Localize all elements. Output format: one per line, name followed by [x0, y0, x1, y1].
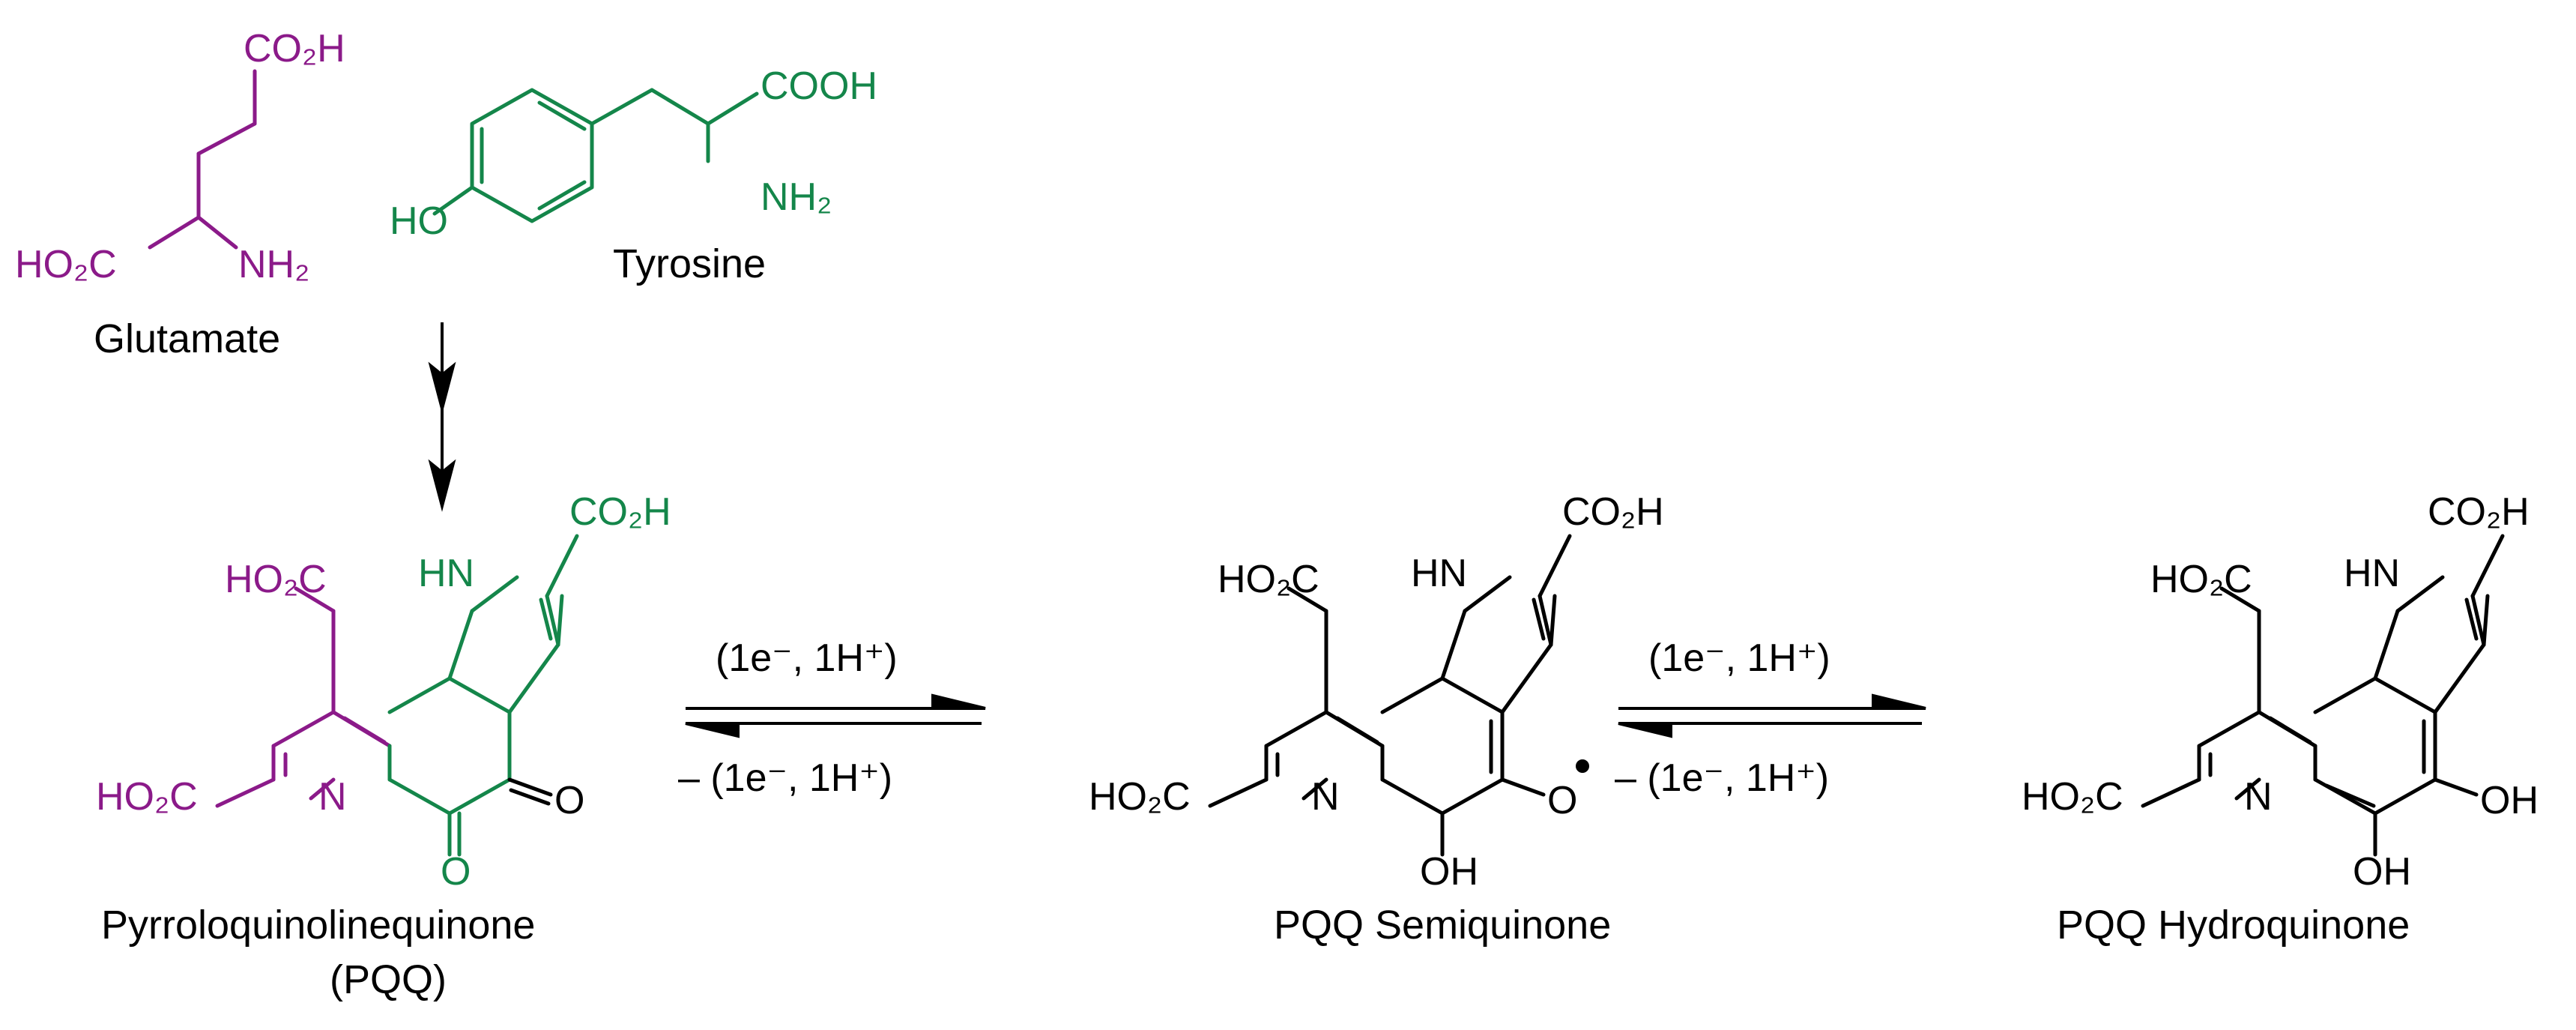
hydroquinone-co2h: CO₂H	[2428, 490, 2530, 534]
pqq-name-line2: (PQQ)	[330, 957, 447, 1002]
pqq-ho2c-left: HO₂C	[96, 775, 198, 819]
equilibrium-2-forward: (1e⁻, 1H⁺)	[1648, 636, 1830, 680]
pqq-n: N	[318, 775, 347, 819]
hydroquinone-hn: HN	[2344, 552, 2400, 595]
pqq-name-line1: Pyrroloquinolinequinone	[101, 903, 535, 948]
semiquinone-n: N	[1311, 775, 1340, 819]
down-arrow-icon	[428, 322, 456, 512]
hydroquinone-ho2c-left: HO₂C	[2022, 775, 2123, 819]
hydroquinone-n: N	[2244, 775, 2273, 819]
semiquinone-hn: HN	[1411, 552, 1467, 595]
semiquinone-name: PQQ Semiquinone	[1274, 903, 1611, 948]
equilibrium-1-forward: (1e⁻, 1H⁺)	[716, 636, 898, 680]
semiquinone-ho2c-top: HO₂C	[1218, 558, 1319, 601]
glutamate-structure: CO₂H HO₂C NH₂ Glutamate	[15, 27, 345, 361]
equilibrium-2-reverse: – (1e⁻, 1H⁺)	[1615, 756, 1829, 800]
semiquinone-ho2c-left: HO₂C	[1089, 775, 1191, 819]
glutamate-co2h-top: CO₂H	[244, 27, 345, 70]
hydroquinone-ho2c-top: HO₂C	[2150, 558, 2252, 601]
radical-dot-icon	[1576, 759, 1589, 773]
pqq-hn: HN	[418, 552, 474, 595]
pqq-o-bottom: O	[441, 850, 471, 894]
glutamate-nh2: NH₂	[238, 243, 309, 286]
hydroquinone-oh-right: OH	[2480, 779, 2539, 822]
tyrosine-ho: HO	[390, 199, 448, 243]
equilibrium-1-reverse: – (1e⁻, 1H⁺)	[678, 756, 892, 800]
hydroquinone-structure: CO₂H HN HO₂C HO₂C N OH OH PQQ Hydroquino…	[2022, 490, 2539, 948]
tyrosine-structure: COOH NH₂ HO Tyrosine	[390, 64, 877, 286]
pqq-co2h: CO₂H	[569, 490, 671, 534]
pqq-structure: CO₂H HN HO₂C HO₂C N O O Pyrroloquinoline…	[96, 490, 671, 1002]
semiquinone-o-radical: O	[1547, 779, 1577, 822]
tyrosine-cooh: COOH	[761, 64, 877, 108]
hydroquinone-oh-bottom: OH	[2353, 850, 2411, 894]
tyrosine-name: Tyrosine	[613, 241, 766, 286]
equilibrium-arrows-icon: (1e⁻, 1H⁺) – (1e⁻, 1H⁺)	[1615, 636, 1926, 800]
tyrosine-nh2: NH₂	[761, 175, 832, 219]
glutamate-ho2c: HO₂C	[15, 243, 117, 286]
pqq-ho2c-top: HO₂C	[225, 558, 327, 601]
glutamate-name: Glutamate	[94, 316, 280, 361]
semiquinone-co2h: CO₂H	[1562, 490, 1664, 534]
semiquinone-structure: CO₂H HN HO₂C HO₂C N O OH PQQ Semiquinone	[1089, 490, 1664, 948]
equilibrium-arrows-icon: (1e⁻, 1H⁺) – (1e⁻, 1H⁺)	[678, 636, 986, 800]
semiquinone-oh: OH	[1420, 850, 1478, 894]
pqq-o-right: O	[554, 779, 584, 822]
hydroquinone-name: PQQ Hydroquinone	[2057, 903, 2410, 948]
